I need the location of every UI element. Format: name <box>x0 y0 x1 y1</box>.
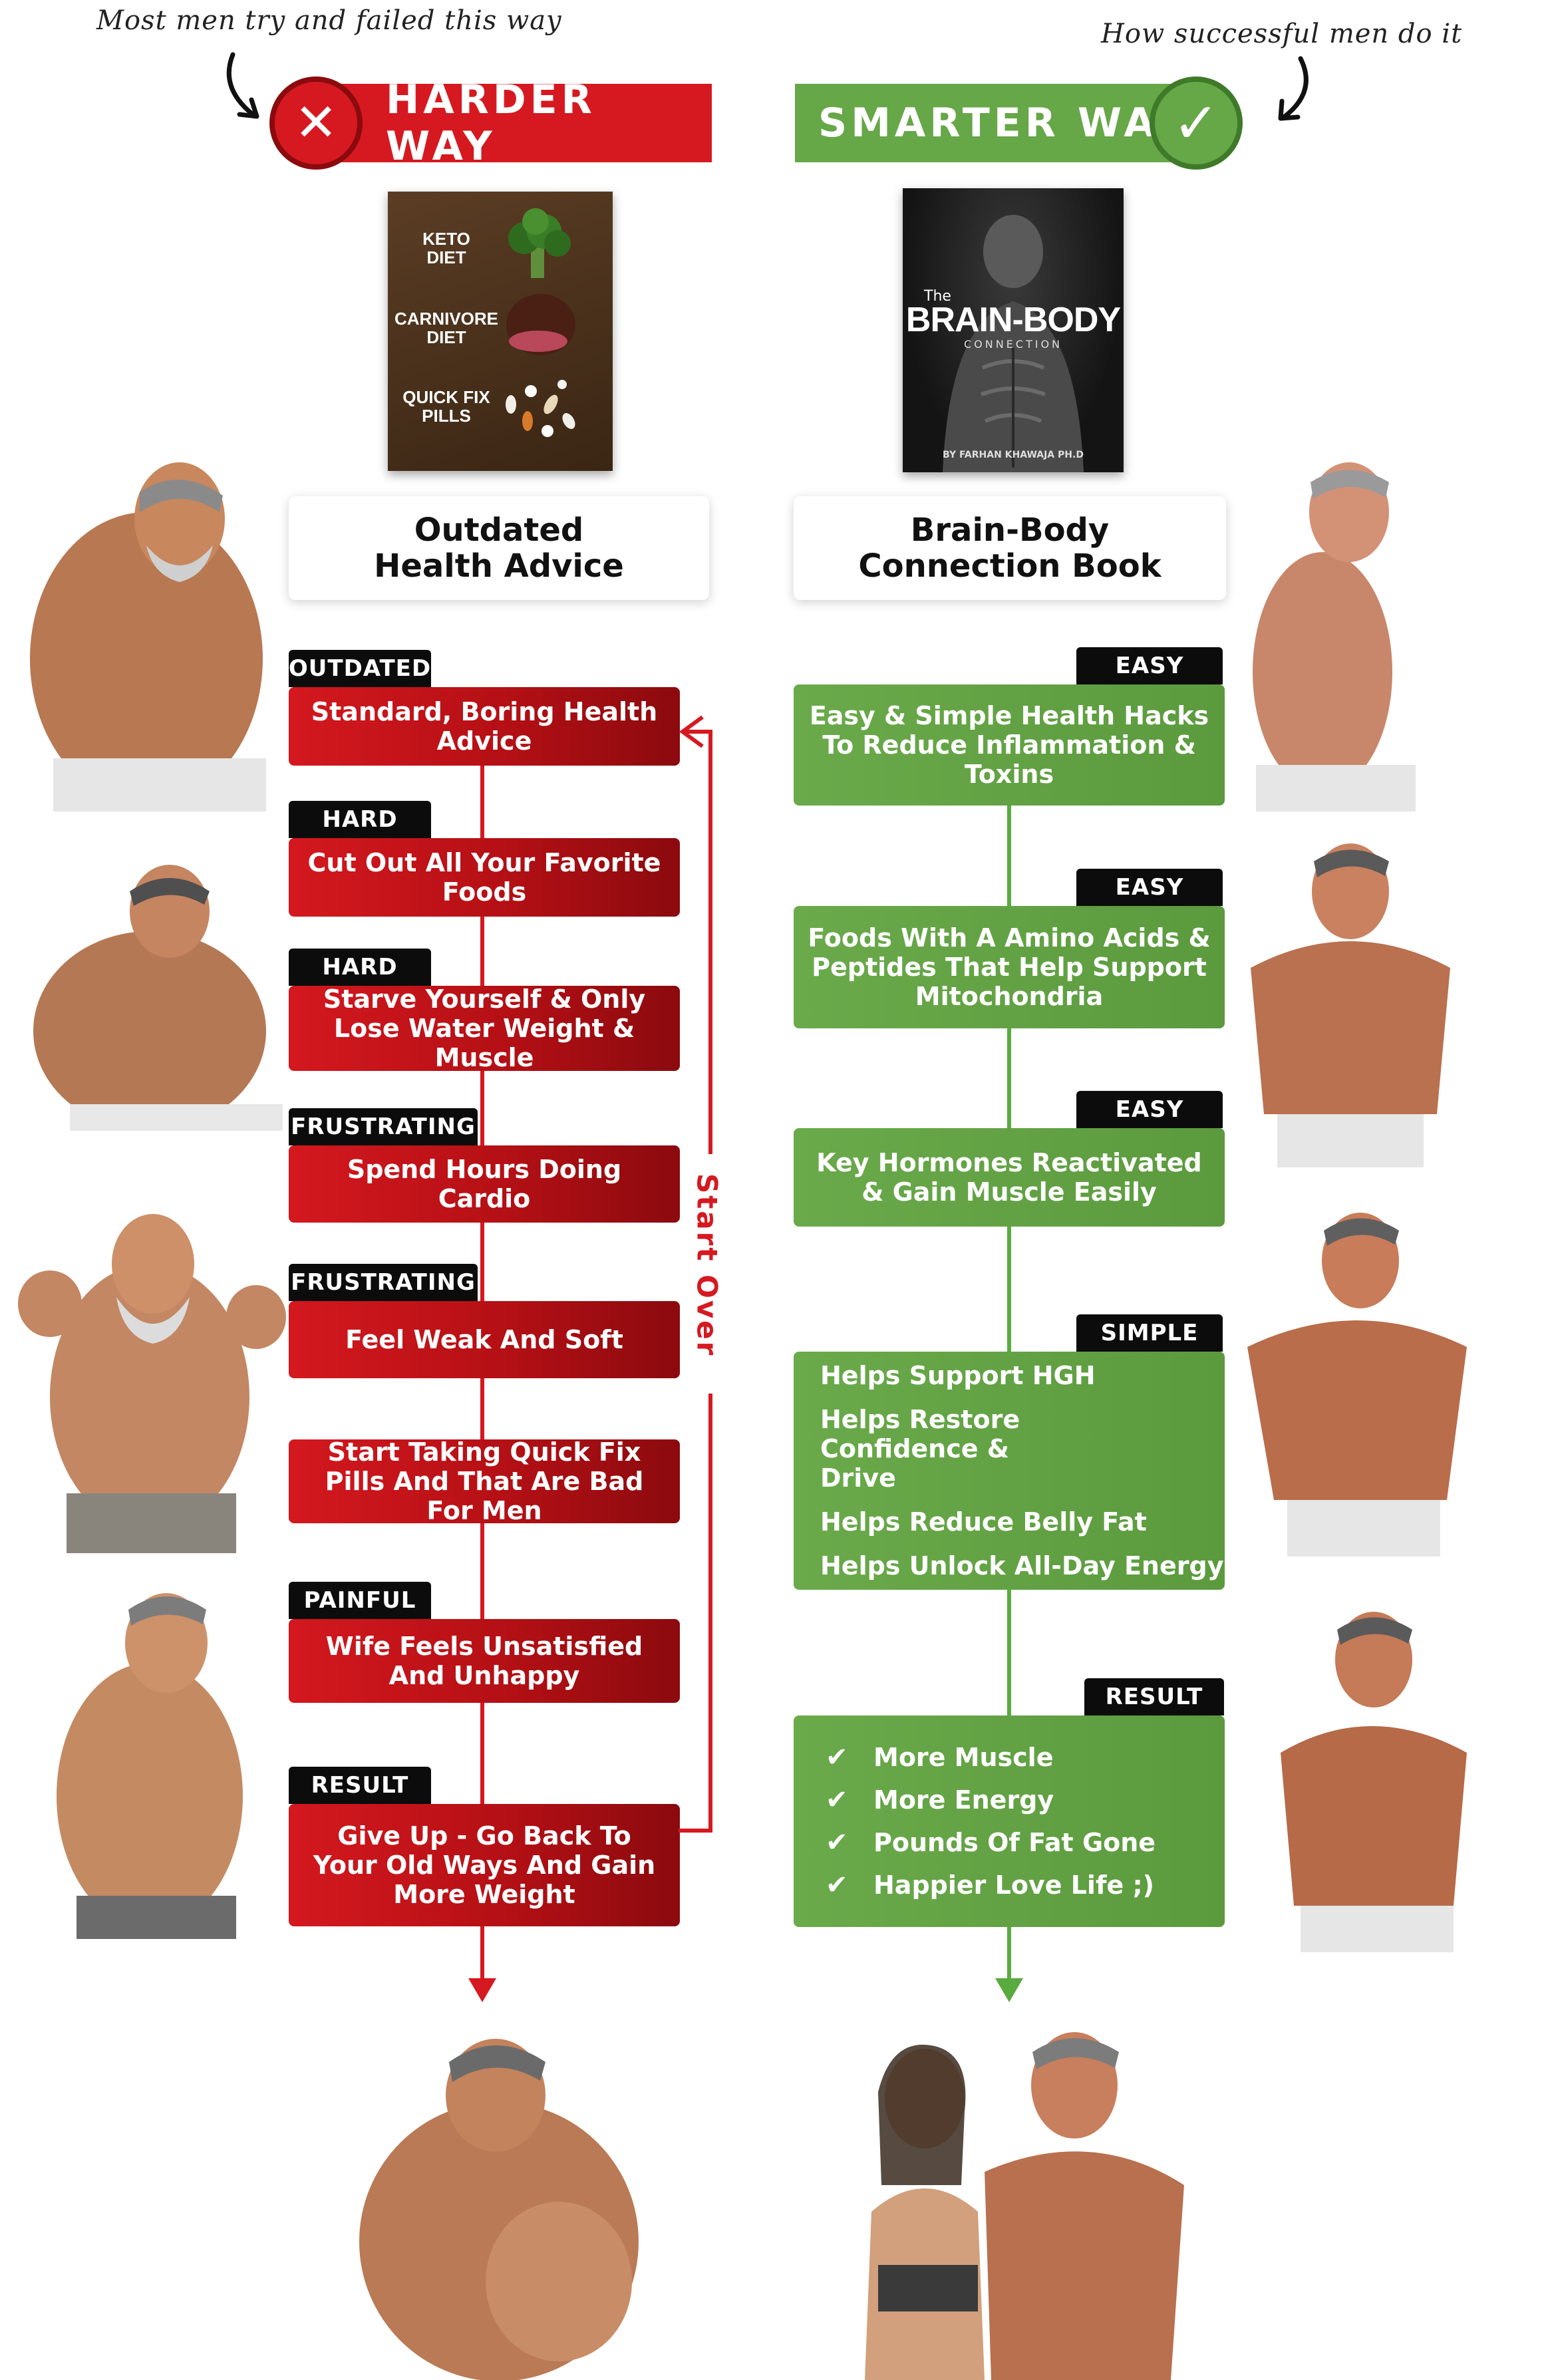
step-standard-advice: Standard, Boring Health Advice <box>289 687 680 766</box>
check-icon: ✔ <box>826 1870 848 1900</box>
result-item-label: Pounds Of Fat Gone <box>873 1828 1156 1857</box>
check-icon: ✔ <box>826 1742 848 1773</box>
step-give-up: Give Up - Go Back To Your Old Ways And G… <box>289 1804 680 1926</box>
fit-man-4-image <box>1281 1612 1467 1952</box>
left-down-arrow-icon <box>468 1978 496 2002</box>
tag-painful: PAINFUL <box>289 1582 431 1619</box>
check-icon: ✔ <box>826 1827 848 1858</box>
step-health-hacks: Easy & Simple Health Hacks To Reduce Inf… <box>794 684 1225 806</box>
fit-man-3-image <box>1247 1213 1467 1557</box>
keto-line-2: DIET <box>426 247 466 267</box>
book-subtitle: CONNECTION <box>963 338 1063 351</box>
tag-easy-3: EASY <box>1076 1091 1223 1128</box>
overweight-man-1-image <box>30 462 266 812</box>
outdated-health-advice-card: Outdated Health Advice <box>289 496 709 600</box>
tag-simple: SIMPLE <box>1076 1314 1223 1352</box>
result-item-3: ✔ Pounds Of Fat Gone <box>826 1821 1225 1864</box>
fit-man-2-image <box>1251 843 1450 1167</box>
tag-hard-1: HARD <box>289 801 431 838</box>
result-item-label: More Muscle <box>873 1743 1054 1772</box>
fit-man-1-image <box>1253 462 1416 812</box>
smarter-way-banner: SMARTER WAY <box>795 84 1194 162</box>
step-quick-fix-pills: Start Taking Quick Fix Pills And That Ar… <box>289 1437 680 1525</box>
happy-couple-image <box>865 2032 1184 2380</box>
right-curved-arrow-icon <box>1278 56 1309 121</box>
simple-item-2: Helps Restore Confidence & Drive <box>820 1405 1020 1493</box>
angry-man-image <box>18 1214 286 1553</box>
defeated-man-image <box>359 2039 639 2380</box>
result-item-label: Happier Love Life ;) <box>873 1870 1155 1900</box>
broccoli-icon <box>508 208 571 278</box>
keto-line-1: KETO <box>422 229 470 249</box>
step-amino-acids: Foods With A Amino Acids & Peptides That… <box>794 906 1225 1028</box>
check-circle-icon: ✓ <box>1150 76 1243 170</box>
outdated-card-title: Outdated Health Advice <box>374 512 624 585</box>
simple-item-3: Helps Reduce Belly Fat <box>820 1507 1147 1537</box>
result-item-2: ✔ More Energy <box>826 1779 1225 1821</box>
brain-body-card: Brain-Body Connection Book <box>794 496 1226 600</box>
overweight-man-2-image <box>33 865 283 1131</box>
tag-easy-2: EASY <box>1076 869 1223 906</box>
result-item-label: More Energy <box>873 1785 1054 1815</box>
book-author: BY FARHAN KHAWAJA PH.D <box>943 450 1084 460</box>
tag-result-right: RESULT <box>1084 1678 1224 1715</box>
simple-item-4: Helps Unlock All-Day Energy <box>820 1551 1224 1580</box>
result-item-1: ✔ More Muscle <box>826 1736 1225 1779</box>
brain-body-book-cover: The BRAIN-BODY CONNECTION BY FARHAN KHAW… <box>903 188 1124 472</box>
book-the: The <box>924 288 951 305</box>
tag-frustrating-2: FRUSTRATING <box>289 1264 478 1301</box>
step-feel-weak: Feel Weak And Soft <box>289 1301 680 1378</box>
left-curved-arrow-icon <box>226 52 259 119</box>
right-down-arrow-icon <box>995 1978 1023 2002</box>
x-icon: ✕ <box>269 76 363 170</box>
tag-frustrating-1: FRUSTRATING <box>289 1108 478 1145</box>
start-over-label: Start Over <box>691 1173 724 1358</box>
step-starve: Starve Yourself & Only Lose Water Weight… <box>289 984 680 1072</box>
smarter-way-label: SMARTER WAY <box>818 100 1188 146</box>
simple-item-1: Helps Support HGH <box>820 1361 1096 1390</box>
simple-benefits-box: Helps Support HGH Helps Restore Confiden… <box>794 1352 1225 1590</box>
harder-way-label: HARDER WAY <box>386 76 596 170</box>
check-icon: ✔ <box>826 1785 848 1815</box>
step-hormones: Key Hormones Reactivated & Gain Muscle E… <box>794 1128 1225 1227</box>
overweight-man-3-image <box>57 1593 243 1939</box>
step-cut-foods: Cut Out All Your Favorite Foods <box>289 838 680 917</box>
book-cover-art <box>943 215 1084 472</box>
result-benefits-box: ✔ More Muscle ✔ More Energy ✔ Pounds Of Fat… <box>794 1715 1225 1927</box>
right-note: How successful men do it <box>1101 19 1463 49</box>
left-note: Most men try and failed this way <box>96 5 562 36</box>
book-title: BRAIN-BODY <box>905 301 1121 339</box>
tag-hard-2: HARD <box>289 949 431 986</box>
step-wife-unhappy: Wife Feels Unsatisfied And Unhappy <box>289 1619 680 1703</box>
brain-body-card-title: Brain-Body Connection Book <box>858 512 1162 585</box>
tag-result-left: RESULT <box>289 1767 431 1804</box>
harder-way-banner: HARDER WAY <box>313 76 712 170</box>
tag-outdated: OUTDATED <box>289 650 431 687</box>
result-item-4: ✔ Happier Love Life ;) <box>826 1864 1225 1906</box>
pills-icon <box>506 380 575 437</box>
step-cardio: Spend Hours Doing Cardio <box>289 1145 680 1223</box>
tag-easy-1: EASY <box>1076 647 1223 684</box>
steak-icon <box>506 294 575 355</box>
start-over-loop <box>679 715 722 1833</box>
